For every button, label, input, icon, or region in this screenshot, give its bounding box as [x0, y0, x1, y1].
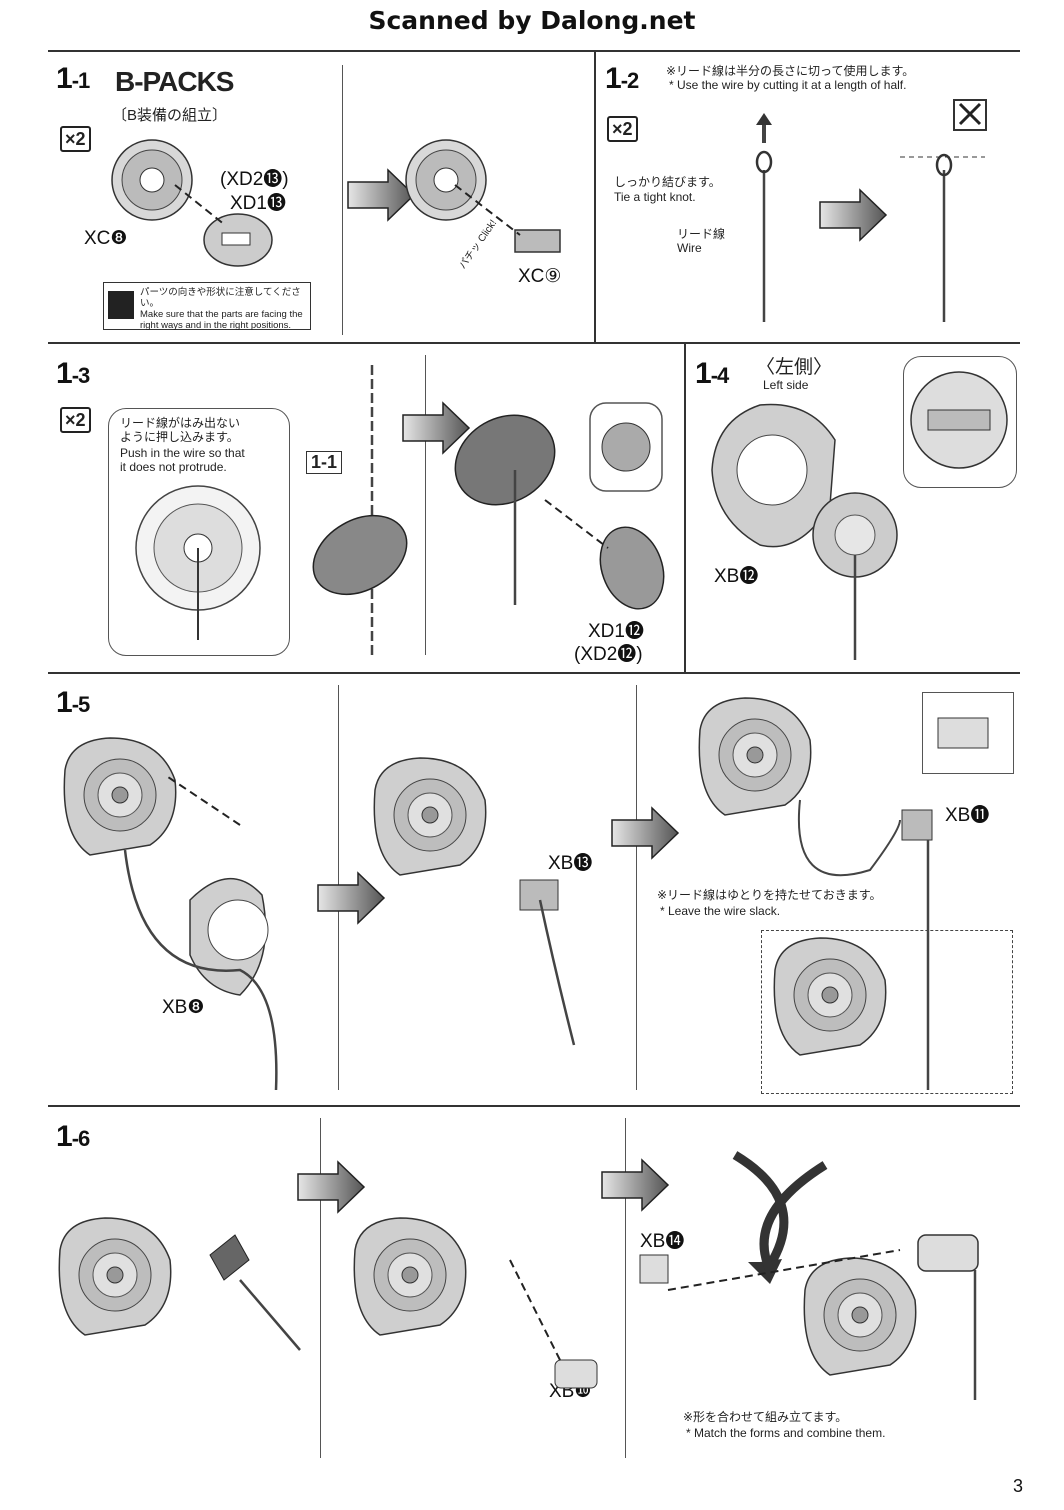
knot-jp: しっかり結びます。	[614, 175, 721, 189]
wire-jp: リード線	[677, 227, 726, 241]
push-note-en: Push in the wire so that it does not pro…	[120, 446, 245, 474]
assembled-illustration	[405, 139, 487, 221]
push-note-jp: リード線がはみ出ない ように押し込みます。	[120, 416, 241, 444]
detail-callout	[922, 692, 1014, 774]
part-xc8-illustration	[111, 139, 193, 221]
frame-row	[48, 1105, 1020, 1107]
part-label: XD1⓭	[230, 193, 286, 214]
wire-note-en: * Use the wire by cutting it at a length…	[669, 78, 907, 92]
frame-row	[48, 342, 1020, 344]
detail-callout	[903, 356, 1017, 488]
side-en: Left side	[763, 378, 809, 392]
divider	[684, 344, 686, 672]
quantity-badge: ×2	[60, 407, 91, 433]
step-number-1-6: 1-6	[56, 1120, 90, 1153]
step-number-1-3: 1-3	[56, 357, 90, 390]
step-subtitle: 〔B装備の組立〕	[112, 107, 228, 124]
match-note-en: * Match the forms and combine them.	[686, 1426, 886, 1440]
step-title: B-PACKS	[115, 66, 234, 97]
part-label: XB❿	[549, 1381, 592, 1402]
step-number-1-4: 1-4	[695, 357, 729, 390]
side-jp: 〈左側〉	[756, 357, 833, 378]
wire-en: Wire	[677, 241, 702, 255]
step-number-1-2: 1-2	[605, 62, 639, 95]
quantity-badge: ×2	[607, 116, 638, 142]
match-note-jp: ※形を合わせて組み立てます。	[683, 1410, 848, 1424]
step-number-1-5: 1-5	[56, 686, 90, 719]
caution-jp: パーツの向きや形状に注意してください。	[140, 287, 301, 309]
part-label: XB⓫	[945, 805, 990, 826]
frame-top	[48, 50, 1020, 52]
part-xd1-illustration	[203, 213, 273, 267]
reference-badge: 1-1	[306, 451, 343, 474]
caution-en: Make sure that the parts are facing the …	[140, 309, 303, 331]
quantity-badge: ×2	[60, 126, 91, 152]
frame-row	[48, 672, 1020, 674]
part-label: XC⑨	[518, 266, 562, 287]
slack-note-jp: ※リード線はゆとりを持たせておきます。	[657, 888, 882, 902]
part-label: XC❽	[84, 228, 128, 249]
part-label: (XD2⓭)	[220, 169, 289, 190]
part-label: (XD2⓬)	[574, 644, 643, 665]
part-label: XB❽	[162, 997, 205, 1018]
click-sfx: パチッ Click!	[457, 218, 500, 272]
slack-note-en: * Leave the wire slack.	[660, 904, 781, 918]
knot-en: Tie a tight knot.	[614, 190, 696, 204]
part-label: XB⓭	[548, 853, 593, 874]
detail-callout	[761, 930, 1013, 1094]
part-label: XB⓮	[640, 1231, 685, 1252]
part-label: XB⓬	[714, 566, 759, 587]
wire-note-jp: ※リード線は半分の長さに切って使用します。	[666, 64, 915, 78]
part-label: XD1⓬	[588, 621, 644, 642]
caution-icon	[108, 291, 134, 319]
page-header: Scanned by Dalong.net	[368, 6, 696, 35]
step-number-1-1: 1-1	[56, 62, 90, 95]
divider	[594, 52, 596, 342]
caution-box: パーツの向きや形状に注意してください。 Make sure that the p…	[103, 282, 311, 331]
page-number: 3	[1013, 1476, 1024, 1496]
